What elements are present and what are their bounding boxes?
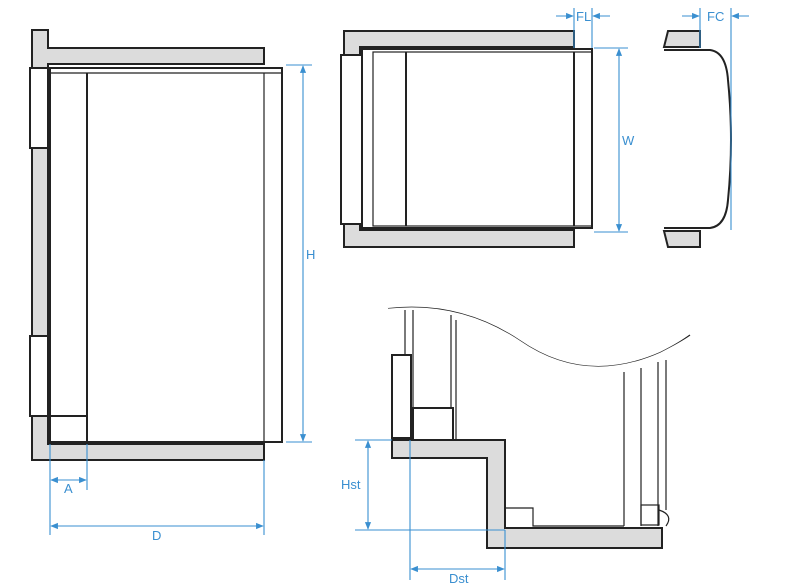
top-view-inner [372,51,593,227]
front-view [29,29,283,461]
dimension-d: D [50,460,265,543]
curved-door [664,49,732,229]
curved-detail-wall-bottom [662,230,701,248]
label-a: A [64,481,73,496]
dimension-dst: Dst [409,440,506,586]
bottom-plinth [49,415,88,443]
section-hinge [391,354,412,439]
lower-hinge [29,335,49,417]
label-h: H [306,247,315,262]
curved-door-detail [662,30,732,248]
dimension-h: H [286,64,315,443]
label-hst: Hst [341,477,361,492]
label-w: W [622,133,635,148]
label-dst: Dst [449,571,469,586]
top-view-cabinet [361,48,593,229]
label-fc: FC [707,9,724,24]
cabinet-body [49,67,283,443]
step-wall [391,439,663,549]
dimension-hst: Hst [341,439,505,531]
dimension-w: W [594,47,635,233]
upper-hinge [29,67,49,149]
side-section [387,300,691,549]
section-kick [412,407,454,441]
dimension-fl: FL [556,8,610,48]
dimension-a: A [49,444,88,535]
top-view-hinge [340,54,363,225]
top-view [340,30,593,248]
niche-wall [31,29,265,461]
label-d: D [152,528,161,543]
curved-detail-wall-top [662,30,701,48]
dimension-fc: FC [682,8,749,230]
label-fl: FL [576,9,591,24]
